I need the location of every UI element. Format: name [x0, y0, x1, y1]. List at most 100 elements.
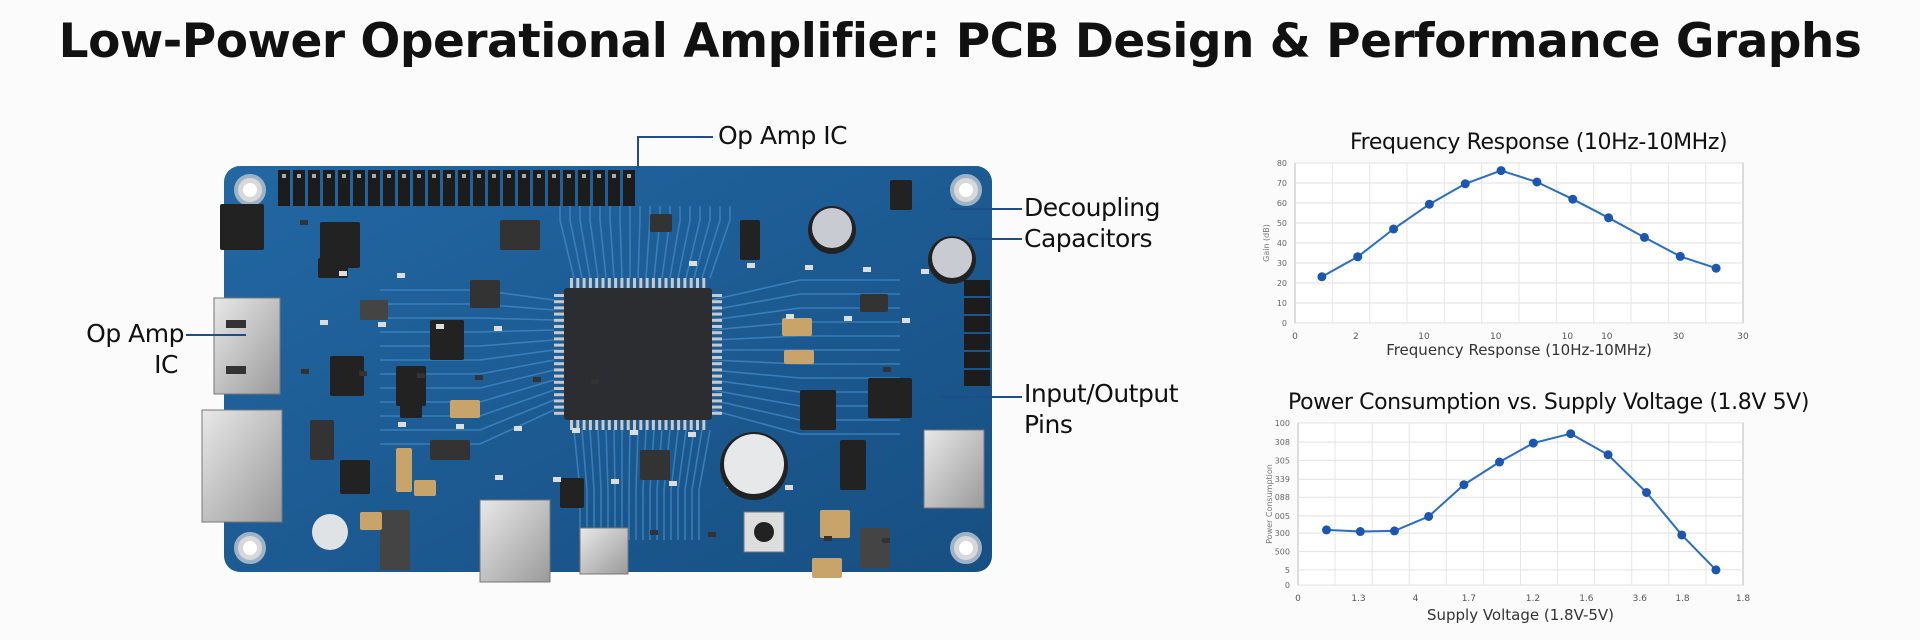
smd-component	[430, 440, 470, 460]
resistor	[824, 536, 832, 541]
op-amp-ic-chip	[554, 278, 722, 430]
data-point	[1317, 272, 1327, 282]
resistor	[611, 479, 619, 484]
resistor	[475, 375, 483, 380]
x-axis-label: Supply Voltage (1.8V-5V)	[1427, 606, 1614, 624]
resistor	[688, 432, 696, 437]
label-line: Input/Output	[1024, 379, 1179, 408]
leader-line-top	[637, 136, 639, 168]
resistor	[495, 475, 503, 480]
smd-component	[360, 512, 382, 530]
resistor	[786, 314, 794, 319]
resistor	[785, 485, 793, 490]
pin-header-right	[964, 280, 990, 386]
smd-component	[400, 400, 422, 418]
series-line	[1321, 169, 1717, 278]
smd-component	[560, 478, 584, 508]
label-decoupling-capacitors: Decoupling Capacitors	[1024, 192, 1161, 254]
label-line: Decoupling	[1024, 193, 1161, 222]
label-input-output-pins: Input/Output Pins	[1024, 378, 1179, 440]
x-tick-label: 1.2	[1526, 594, 1540, 604]
resistor	[533, 377, 541, 382]
page-title: Low-Power Operational Amplifier: PCB Des…	[58, 14, 1862, 69]
data-point	[1355, 527, 1365, 537]
data-point	[1321, 525, 1331, 535]
resistor	[747, 263, 755, 268]
resistor	[863, 267, 871, 272]
y-tick-label: 339	[1275, 475, 1290, 484]
resistor	[339, 271, 347, 276]
smd-component	[740, 220, 760, 260]
data-point	[1424, 511, 1434, 521]
electrolytic-capacitors	[312, 206, 976, 550]
y-tick-label: 0	[1285, 581, 1290, 590]
smd-component	[500, 220, 540, 250]
smd-component	[640, 450, 670, 480]
label-op-amp-ic-top: Op Amp IC	[718, 121, 848, 150]
x-tick-label: 3.6	[1633, 594, 1648, 604]
resistor	[514, 426, 522, 431]
resistor	[572, 428, 580, 433]
series-line	[1326, 432, 1717, 571]
data-point	[1353, 252, 1363, 262]
smd-component	[380, 510, 410, 570]
data-point	[1603, 450, 1613, 460]
x-tick-label: 2	[1353, 332, 1359, 342]
smd-component	[470, 280, 500, 308]
y-tick-label: 100	[1275, 419, 1290, 428]
resistor	[708, 532, 716, 537]
connectors	[201, 297, 985, 583]
resistor	[650, 530, 658, 535]
resistor	[882, 538, 890, 543]
label-line: IC	[154, 350, 178, 379]
y-tick-label: 10	[1277, 299, 1287, 308]
data-point	[1711, 565, 1721, 575]
x-tick-label: 1.8	[1736, 594, 1751, 604]
resistor	[883, 367, 891, 372]
data-point	[1424, 199, 1434, 209]
smd-component	[782, 318, 812, 336]
data-point	[1642, 487, 1652, 497]
y-tick-label: 005	[1275, 512, 1290, 521]
data-point	[1494, 457, 1504, 467]
x-tick-label: 1.6	[1579, 594, 1594, 604]
smd-component	[396, 448, 412, 492]
smd-component	[868, 378, 912, 418]
data-point	[1389, 526, 1399, 536]
x-tick-label: 10	[1601, 332, 1613, 342]
pin-header-top	[278, 170, 635, 206]
smd-component	[360, 300, 388, 320]
data-point	[1389, 224, 1399, 234]
x-tick-label: 0	[1295, 594, 1301, 604]
smd-component	[330, 356, 364, 396]
smd-component	[310, 420, 334, 460]
label-op-amp-ic-left: Op Amp IC	[80, 318, 184, 380]
smd-component	[414, 480, 436, 496]
resistor	[417, 373, 425, 378]
x-tick-label: 30	[1737, 332, 1749, 342]
y-tick-label: 308	[1275, 438, 1290, 447]
smd-component	[800, 390, 836, 430]
y-tick-label: 088	[1275, 493, 1290, 502]
chart-title-frequency-response: Frequency Response (10Hz-10MHz)	[1350, 130, 1728, 155]
x-tick-label: 10	[1490, 332, 1502, 342]
x-tick-label: 4	[1413, 594, 1419, 604]
smd-component	[430, 320, 464, 360]
y-tick-label: 70	[1277, 179, 1287, 188]
label-line: Pins	[1024, 410, 1073, 439]
leader-line-io	[940, 396, 1022, 398]
resistor	[300, 220, 308, 225]
data-point	[1532, 177, 1542, 187]
smd-component	[860, 294, 888, 312]
x-tick-label: 30	[1673, 332, 1685, 342]
smd-component	[320, 222, 360, 268]
resistor	[301, 369, 309, 374]
y-tick-label: 5	[1285, 566, 1290, 575]
label-line: Op Amp	[86, 319, 184, 348]
resistor	[844, 316, 852, 321]
y-tick-label: 40	[1277, 239, 1287, 248]
smd-component	[650, 214, 672, 232]
smd-components	[220, 180, 929, 578]
